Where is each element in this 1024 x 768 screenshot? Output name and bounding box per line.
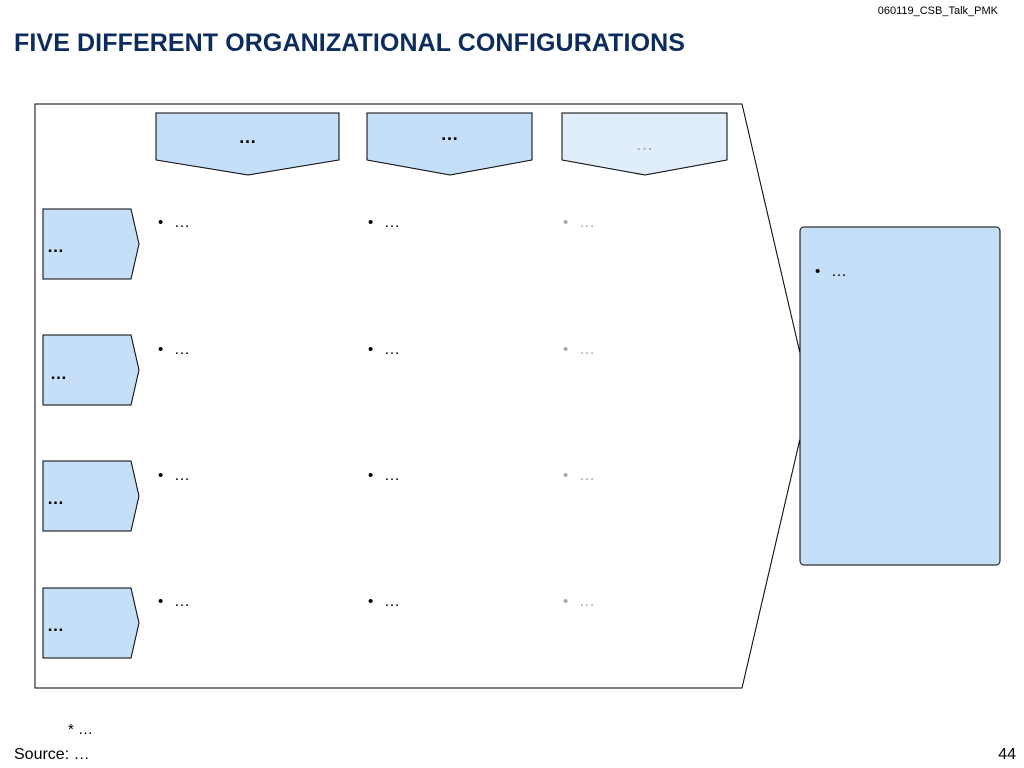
row-label-3: … <box>47 489 65 508</box>
row-label-1: … <box>47 237 65 256</box>
column-header-shape-2 <box>366 112 533 176</box>
result-box <box>799 226 1001 566</box>
cell-r4-c1: •… <box>158 593 190 610</box>
cell-r1-c1: •… <box>158 214 190 231</box>
cell-r3-c3: •… <box>563 467 595 484</box>
document-id: 060119_CSB_Talk_PMK <box>877 5 998 17</box>
column-header-shape-1 <box>155 112 340 176</box>
page-number: 44 <box>998 746 1016 763</box>
cell-r2-c3: •… <box>563 341 595 358</box>
cell-r4-c3: •… <box>563 593 595 610</box>
cell-r1-c3: •… <box>563 214 595 231</box>
column-label-1: … <box>238 127 258 147</box>
row-header-shape-2 <box>42 334 140 406</box>
column-label-3: … <box>635 134 655 154</box>
row-header-shape-1 <box>42 208 140 280</box>
matrix-frame <box>34 103 811 689</box>
row-label-2: … <box>50 364 68 383</box>
row-label-4: … <box>47 616 65 635</box>
footnote: * … <box>68 721 94 738</box>
cell-r3-c2: •… <box>368 467 400 484</box>
page-title: FIVE DIFFERENT ORGANIZATIONAL CONFIGURAT… <box>14 29 686 57</box>
row-header-shape-3 <box>42 460 140 532</box>
cell-r4-c2: •… <box>368 593 400 610</box>
cell-r2-c2: •… <box>368 341 400 358</box>
column-header-shape-3 <box>561 112 728 176</box>
cell-r3-c1: •… <box>158 467 190 484</box>
cell-r1-c2: •… <box>368 214 400 231</box>
result-bullet: •… <box>815 263 847 280</box>
cell-r2-c1: •… <box>158 341 190 358</box>
source-note: Source: … <box>14 746 90 763</box>
row-header-shape-4 <box>42 587 140 659</box>
column-label-2: … <box>440 124 460 144</box>
